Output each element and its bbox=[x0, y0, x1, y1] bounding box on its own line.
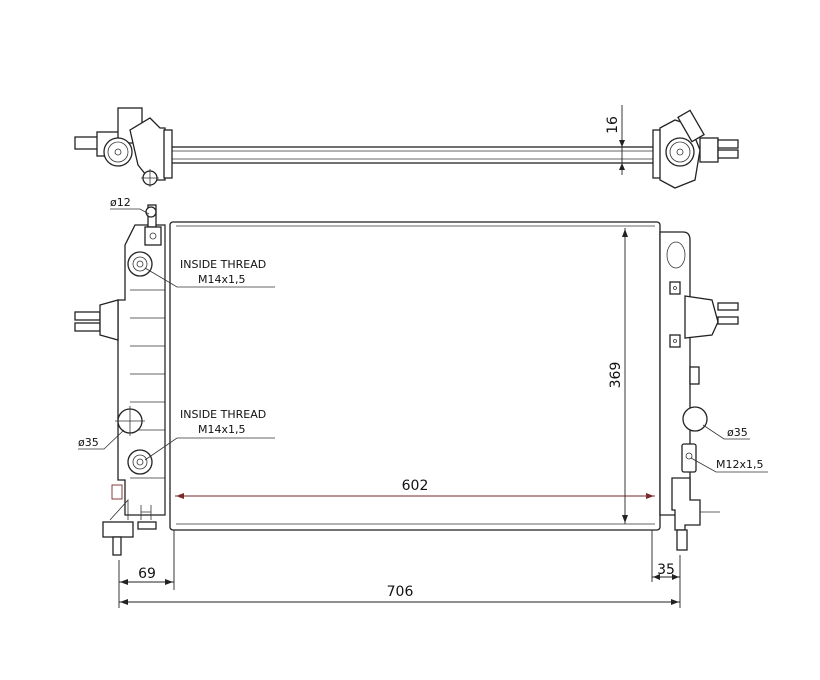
callout-left-pipe-diameter: ø35 bbox=[78, 436, 99, 449]
callout-thread-bottom-2: M14x1,5 bbox=[198, 423, 246, 436]
top-view-core bbox=[164, 146, 661, 164]
callout-thread-bottom-1: INSIDE THREAD bbox=[180, 408, 266, 421]
dim-right-offset: 35 bbox=[657, 562, 675, 578]
top-view: 16 bbox=[74, 105, 739, 189]
dim-core-height: 369 bbox=[608, 362, 624, 389]
dim-thickness: 16 bbox=[605, 116, 621, 134]
top-left-tank bbox=[74, 107, 173, 187]
callout-drain-thread: M12x1,5 bbox=[716, 458, 764, 471]
callout-thread-top-1: INSIDE THREAD bbox=[180, 258, 266, 271]
dim-706: 706 bbox=[119, 584, 680, 605]
dim-369: 369 bbox=[608, 228, 628, 524]
left-tank bbox=[74, 204, 166, 556]
dim-602: 602 bbox=[175, 478, 655, 499]
front-view: 602 369 69 35 706 ø12 bbox=[74, 196, 768, 608]
dim-overall-width: 706 bbox=[387, 584, 414, 600]
dim-core-width: 602 bbox=[402, 478, 429, 494]
callout-thread-top-2: M14x1,5 bbox=[198, 273, 246, 286]
callouts: ø12 INSIDE THREAD M14x1,5 INSIDE THREAD … bbox=[78, 196, 768, 473]
dim-69: 69 bbox=[118, 530, 175, 608]
dim-35: 35 bbox=[651, 530, 681, 608]
right-tank bbox=[659, 231, 739, 551]
dim-left-offset: 69 bbox=[138, 566, 156, 582]
callout-inlet-diameter: ø12 bbox=[110, 196, 131, 209]
top-right-tank bbox=[652, 109, 739, 189]
callout-right-pipe-diameter: ø35 bbox=[727, 426, 748, 439]
